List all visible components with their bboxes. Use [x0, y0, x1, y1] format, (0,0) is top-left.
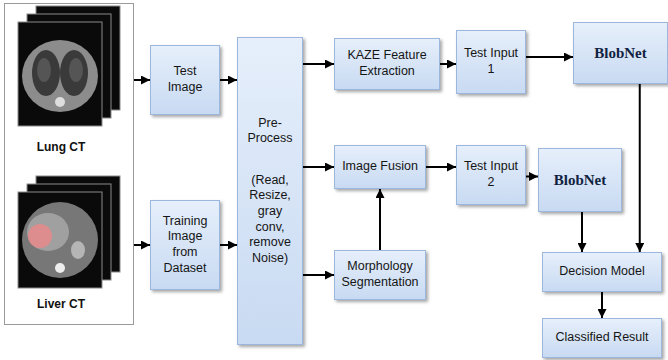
process-box: Test Image	[150, 45, 220, 115]
flow-arrow	[440, 63, 456, 65]
network-box: BlobNet	[573, 22, 668, 84]
flow-arrow	[426, 166, 456, 168]
process-box: Decision Model	[542, 252, 662, 292]
image-panel: Lung CT Liver CT	[4, 3, 134, 325]
box-label: Classified Result	[555, 330, 648, 346]
box-label: Image Fusion	[342, 159, 418, 175]
flow-arrow	[601, 292, 603, 318]
process-box: KAZE Feature Extraction	[334, 38, 440, 90]
box-label: Decision Model	[559, 264, 644, 280]
box-label: BlobNet	[554, 171, 607, 190]
flow-arrow	[303, 63, 334, 65]
panel-ground	[4, 3, 134, 325]
box-label: KAZE Feature Extraction	[339, 48, 435, 79]
input-box: Test Input 1	[456, 30, 526, 94]
flow-arrow	[220, 79, 237, 81]
spine	[55, 97, 65, 107]
flow-arrow	[303, 274, 334, 276]
lung	[60, 50, 88, 96]
box-label: Pre-Process	[242, 116, 298, 147]
box-label: Test Input 1	[461, 46, 521, 77]
flow-arrow	[639, 84, 641, 252]
input-box: Test Input 2	[456, 145, 526, 205]
ct-slice	[18, 192, 102, 288]
network-box: BlobNet	[538, 148, 622, 212]
image-label: Liver CT	[5, 297, 117, 312]
lung-texture	[69, 58, 83, 82]
flow-arrow	[526, 56, 573, 58]
image-label: Lung CT	[5, 140, 117, 155]
lung-texture	[37, 58, 51, 82]
spine	[55, 263, 65, 273]
lung	[32, 50, 60, 96]
box-label: BlobNet	[594, 44, 647, 63]
box-label: Test Image	[155, 64, 215, 95]
lung-ct-stack	[18, 6, 120, 126]
kidney	[71, 241, 85, 259]
process-box: Pre-Process (Read, Resize, gray conv, rem…	[237, 37, 303, 345]
process-box: Training Image from Dataset	[150, 200, 220, 290]
box-body: (Read, Resize, gray conv, remove Noise)	[242, 173, 298, 267]
box-label: Morphology Segmentation	[339, 259, 421, 290]
liver-ct-stack	[18, 176, 120, 288]
liver	[27, 213, 69, 251]
box-label: Training Image from Dataset	[155, 214, 215, 277]
process-box: Image Fusion	[334, 145, 426, 189]
body-section	[22, 40, 98, 112]
flow-arrow	[220, 244, 237, 246]
flow-arrow	[134, 79, 150, 81]
flow-arrow	[303, 166, 334, 168]
flow-arrow	[581, 212, 583, 252]
flow-arrow	[134, 244, 150, 246]
result-box: Classified Result	[542, 318, 662, 358]
ct-slice	[18, 22, 102, 126]
box-label: Test Input 2	[461, 159, 521, 190]
body-section	[22, 202, 98, 278]
process-box: Morphology Segmentation	[334, 250, 426, 300]
tumor-region	[28, 224, 52, 248]
flow-arrow	[526, 176, 538, 178]
flow-arrow	[379, 189, 381, 250]
